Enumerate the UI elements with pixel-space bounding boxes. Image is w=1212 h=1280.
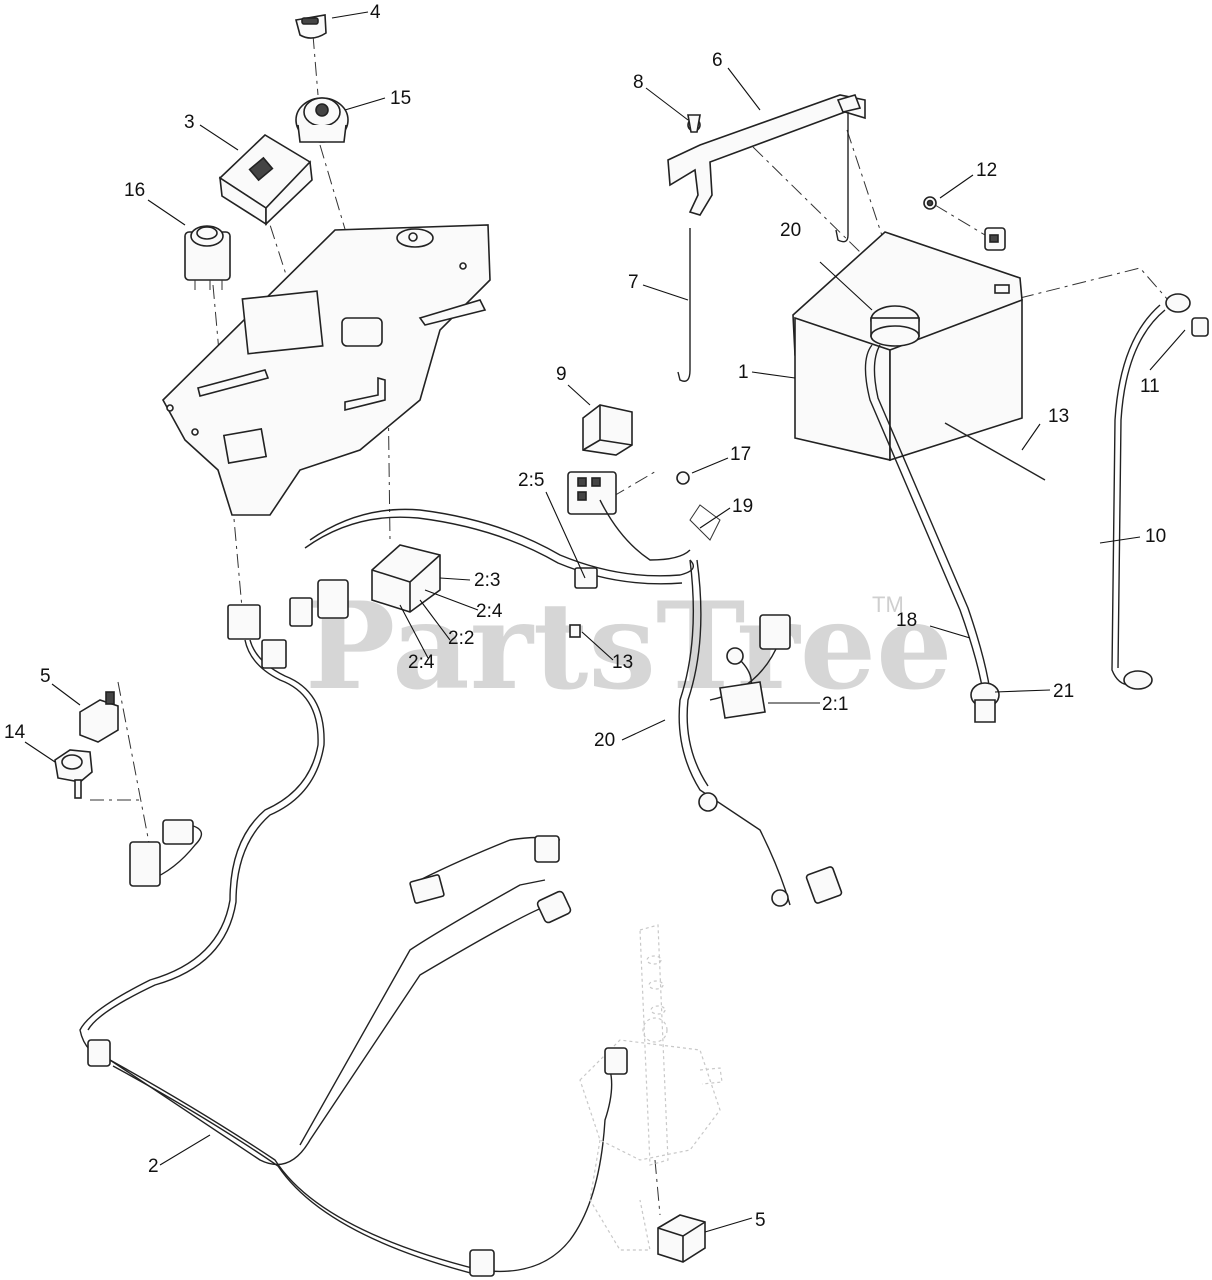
safety-switch [54,749,93,799]
battery-hold-down [667,94,866,382]
callout-17: 17 [730,444,751,465]
callout-11: 11 [1140,376,1160,397]
ignition-switch [295,97,349,143]
watermark-trademark: TM [872,592,904,617]
callout-2-3: 2:3 [474,570,500,591]
relay [567,404,690,515]
callout-2-4-upper: 2:4 [476,601,503,622]
callout-14: 14 [4,722,26,743]
callout-5-upper: 5 [40,666,51,687]
callout-6: 6 [712,50,723,71]
seat-switch [79,691,119,743]
callout-16: 16 [124,180,145,201]
callout-8: 8 [633,72,644,93]
callout-labels: 4 15 3 16 8 6 7 9 1 20 12 11 13 10 18 21… [4,2,1166,1231]
callout-9: 9 [556,364,567,385]
harness-connectors [87,544,843,1277]
callout-10: 10 [1145,526,1166,547]
brake-lever-assembly [579,924,723,1251]
battery-cables [864,293,1209,723]
callout-3: 3 [184,112,195,133]
callout-20-top: 20 [780,220,801,241]
callout-2-1: 2:1 [822,694,848,715]
callout-20-bottom: 20 [594,730,615,751]
callout-18: 18 [896,610,917,631]
callout-2-5: 2:5 [518,470,544,491]
callout-19: 19 [732,496,753,517]
callout-5-lower: 5 [755,1210,766,1231]
callout-7: 7 [628,272,639,293]
callout-13-battery: 13 [1048,406,1069,427]
leader-lines [24,11,1186,1233]
callout-13-harness: 13 [612,652,633,673]
hour-meter [218,134,313,226]
callout-2: 2 [148,1156,159,1177]
ignition-key [295,14,327,39]
callout-12: 12 [976,160,997,181]
callout-2-4-lower: 2:4 [408,652,435,673]
callout-21: 21 [1053,681,1074,702]
brake-switch [657,1214,706,1263]
callout-1: 1 [738,362,749,383]
control-panel-plate [162,224,491,516]
battery [792,196,1046,481]
pto-switch [184,225,231,290]
callout-15: 15 [390,88,411,109]
callout-2-2: 2:2 [448,628,474,649]
callout-4: 4 [370,2,381,23]
